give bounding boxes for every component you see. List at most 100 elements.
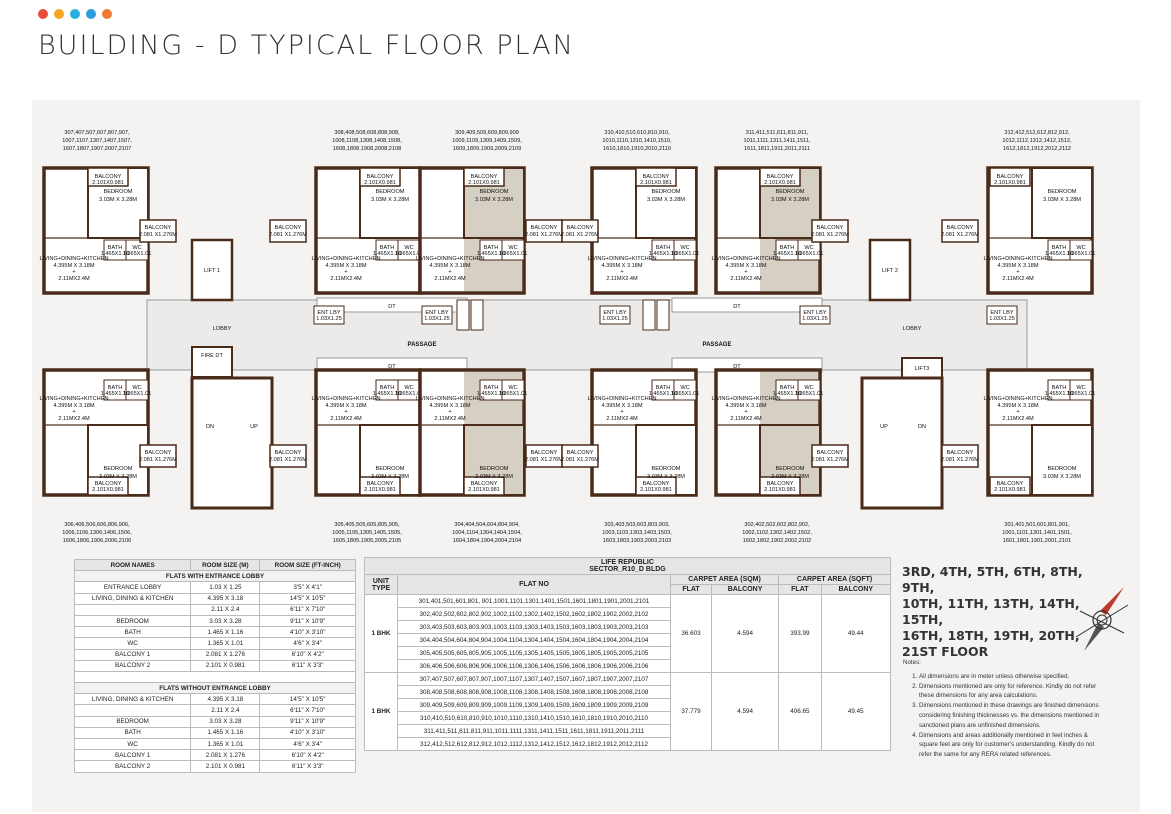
flat-number-label: 1601,1801,1901,2001,2101 — [1003, 538, 1071, 544]
room-cell — [73, 603, 192, 616]
room-table-section: FLATS WITHOUT ENTRANCE LOBBY — [74, 682, 356, 695]
room-cell: 2.081 X 1.276 — [190, 648, 261, 661]
room-cell: 2.081 X 1.276 — [190, 749, 261, 762]
balcony-1 — [941, 444, 979, 468]
living-dining-kitchen-label: LIVING+DINING+KITCHEN — [587, 256, 656, 262]
bath-size-label: 1.465X1.16 — [477, 391, 506, 397]
balcony1-size-label: 2.081 X1.276M — [941, 232, 979, 238]
balcony-size-label: 2.101X0.981 — [364, 487, 396, 493]
carpet-sqm-header: CARPET AREA (SQM) — [669, 574, 780, 585]
flat-numbers-cell: 307,407,507,607,807,907,1007,1107,1307,1… — [397, 672, 671, 686]
bedroom-size-label: 3.03M X 3.28M — [371, 474, 409, 480]
living-dining-kitchen-label: LIVING+DINING+KITCHEN — [983, 256, 1052, 262]
balcony1-size-label: 2.081 X1.276M — [269, 457, 307, 463]
room-cell: 1.465 X 1.16 — [190, 626, 261, 639]
flat-number-label: 1606,1806,1906,2006,2106 — [63, 538, 131, 544]
balcony-2 — [87, 167, 129, 187]
wc-size-label: 1.365X1.01 — [671, 391, 700, 397]
room-cell: 2.11 X 2.4 — [190, 603, 261, 616]
bath-label: BATH — [656, 385, 671, 391]
balcony-1 — [139, 444, 177, 468]
room-cell: 9'11" X 10'9" — [259, 715, 356, 728]
bath-label: BATH — [108, 385, 123, 391]
ldk-size2-label: 2.11MX2.4M — [58, 276, 90, 282]
balcony-1 — [941, 219, 979, 243]
flat-number-label: 1608,1808,1908,2008,2108 — [333, 146, 401, 152]
wc-label: WC — [132, 245, 141, 251]
balcony-size-label: 2.101X0.981 — [764, 487, 796, 493]
balcony-2 — [759, 167, 801, 187]
ele-duct — [456, 299, 470, 331]
flat-number-label: 1612,1812,1912,2012,2112 — [1003, 146, 1071, 152]
ldk-plus-label: + — [344, 409, 347, 415]
room-cell: 3.03 X 3.28 — [190, 715, 261, 728]
ldk-size-label: 4.395M X 3.18M — [429, 263, 470, 269]
wc-label: WC — [804, 245, 813, 251]
flat-numbers-cell: 304,404,504,604,804,904,1004,1104,1304,1… — [397, 633, 671, 647]
room-cell: BALCONY 2 — [73, 760, 192, 773]
bath-label: BATH — [380, 385, 395, 391]
flat-sqft-header: FLAT — [778, 584, 822, 595]
bath-size-label: 1.465X1.16 — [773, 251, 802, 257]
ldk-size-label: 4.395M X 3.18M — [53, 403, 94, 409]
balcony-1 — [561, 444, 599, 468]
stair-dn-label: DN — [918, 424, 926, 430]
balcony-size-label: 2.101X0.981 — [92, 180, 124, 186]
ldk-plus-label: + — [344, 269, 347, 275]
ldk-size2-label: 2.11MX2.4M — [58, 416, 90, 422]
flat-number-label: 302,402,502,602,802,902, — [744, 522, 810, 528]
wc-label: WC — [680, 245, 689, 251]
entrance-lobby — [599, 305, 631, 325]
bedroom-label: BEDROOM — [104, 189, 133, 195]
room-cell: LIVING, DINING & KITCHEN — [73, 693, 192, 706]
balcony-1 — [811, 444, 849, 468]
wc — [673, 239, 697, 261]
bedroom-size-label: 3.03M X 3.28M — [1043, 474, 1081, 480]
window-dot-3 — [70, 9, 80, 19]
room-names-header: ROOM NAMES — [73, 558, 192, 572]
wc — [501, 239, 525, 261]
bedroom-label: BEDROOM — [776, 189, 805, 195]
wc-label: WC — [508, 385, 517, 391]
balcony1-size-label: 2.081 X1.276M — [561, 457, 599, 463]
balcony1-label: BALCONY — [531, 450, 558, 456]
bath-label: BATH — [484, 245, 499, 251]
bath-size-label: 1.465X1.16 — [773, 391, 802, 397]
staircase-right — [860, 376, 944, 510]
room-cell: 14'5" X 10'5" — [259, 592, 356, 605]
entrance-lobby-label: ENT LBY — [317, 310, 340, 316]
balcony-sqm-header: BALCONY — [711, 584, 780, 595]
flat-number-label: 1001,1101,1301,1401,1501, — [1002, 530, 1072, 536]
ldk-plus-label: + — [620, 409, 623, 415]
entrance-lobby-label: ENT LBY — [803, 310, 826, 316]
notes-title: Notes: — [903, 659, 921, 666]
room-cell: 4'6" X 3'4" — [259, 737, 356, 751]
entrance-lobby-size: 1.03X1.25 — [602, 316, 628, 322]
room-size-table: ROOM NAMES ROOM SIZE (M) ROOM SIZE (FT-I… — [73, 558, 356, 773]
bath-label: BATH — [380, 245, 395, 251]
room-table-section: FLATS WITH ENTRANCE LOBBY — [74, 570, 356, 583]
balcony-sqft-cell: 49.45 — [820, 672, 892, 751]
ldk-size-label: 4.395M X 3.18M — [725, 403, 766, 409]
room-cell: WC — [73, 637, 192, 650]
wc-size-label: 1.365X1.01 — [499, 391, 528, 397]
wc — [797, 239, 821, 261]
stair-dn-label: DN — [206, 424, 214, 430]
balcony-size-label: 2.101X0.981 — [994, 487, 1026, 493]
balcony1-label: BALCONY — [817, 450, 844, 456]
balcony-label: BALCONY — [643, 481, 670, 487]
stair-up-label: UP — [880, 424, 888, 430]
living-room — [43, 237, 149, 294]
living-dining-kitchen-label: LIVING+DINING+KITCHEN — [415, 396, 484, 402]
duct-top-right — [671, 297, 823, 313]
balcony1-label: BALCONY — [145, 225, 172, 231]
wc-label: WC — [1076, 385, 1085, 391]
ldk-plus-label: + — [448, 269, 451, 275]
flat-number-label: 311,411,511,611,811,911, — [746, 130, 809, 136]
room-cell: BATH — [73, 626, 192, 639]
note-item: Dimensions and areas additionally mentio… — [919, 731, 1108, 760]
